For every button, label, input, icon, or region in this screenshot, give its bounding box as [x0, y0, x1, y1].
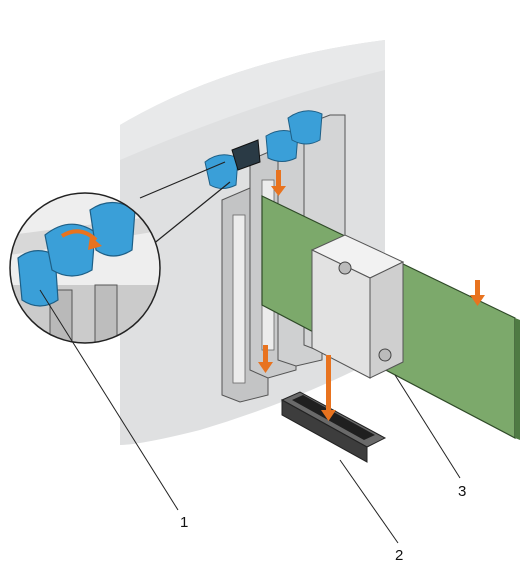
callout-3: 3	[458, 483, 466, 500]
leader-line-2	[339, 459, 399, 544]
zoom-rotation-arrow	[60, 229, 98, 242]
pcie-connector	[280, 391, 387, 463]
leader-line-1	[39, 289, 179, 511]
arrow-bracket-bottom	[258, 345, 273, 373]
callout-1: 1	[180, 514, 188, 531]
leader-line-3	[394, 374, 461, 479]
arrow-card-right	[470, 280, 485, 306]
connector-slot	[292, 395, 375, 440]
zoom-latch-left	[17, 250, 59, 307]
zoom-latch-right	[89, 201, 136, 257]
zoom-rotation-arrowhead	[88, 236, 102, 250]
zoom-circle-border	[9, 192, 161, 344]
connector-front	[281, 399, 368, 463]
latch-4	[287, 110, 323, 145]
latch-3	[265, 130, 299, 162]
zoom-line-bottom	[151, 181, 231, 246]
bracket-vent-1	[232, 214, 246, 384]
heatsink-screw-1	[338, 261, 352, 275]
arrow-card-top	[271, 170, 286, 196]
retention-latches	[204, 110, 323, 189]
zoom-latch-middle	[44, 223, 96, 277]
heatsink-screw-2	[378, 348, 392, 362]
zoom-line-top	[139, 161, 226, 199]
callout-2: 2	[395, 547, 403, 564]
heatsink-side	[369, 261, 404, 379]
chassis-wall-shade	[120, 40, 385, 160]
heatsink	[310, 234, 405, 379]
latch-1	[204, 154, 239, 189]
expansion-card-edge	[515, 318, 520, 440]
insertion-arrows	[258, 170, 485, 421]
latch-2	[231, 139, 261, 171]
arrow-connector	[321, 355, 336, 421]
